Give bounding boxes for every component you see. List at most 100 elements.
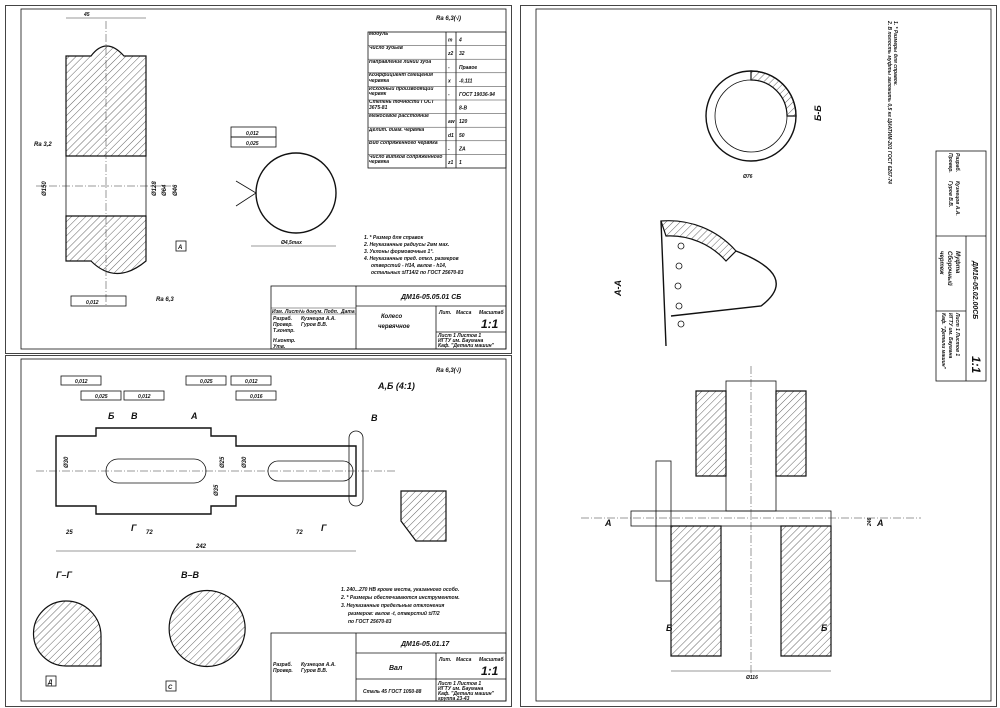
svg-text:Разраб.: Разраб. xyxy=(273,661,292,668)
tolerance-value: 0,012 xyxy=(75,379,88,385)
svg-text:Разраб.: Разраб. xyxy=(273,315,292,322)
bolt-hole xyxy=(677,242,685,250)
svg-text:Гуров В.В.: Гуров В.В. xyxy=(947,181,953,207)
dim-outer-diameter: Ø150 xyxy=(42,181,48,196)
svg-text:В: В xyxy=(371,413,378,423)
svg-text:Масштаб: Масштаб xyxy=(479,656,504,663)
param-symbol: z2 xyxy=(447,51,454,57)
svg-text:Б: Б xyxy=(666,623,673,633)
svg-text:Каф. "Детали машин": Каф. "Детали машин" xyxy=(438,690,495,697)
svg-text:остальных ±IT14/2 по ГОСТ 2567: остальных ±IT14/2 по ГОСТ 25670-83 xyxy=(371,270,464,276)
svg-text:Лист 1 Листов 1: Лист 1 Листов 1 xyxy=(437,333,481,339)
svg-text:Кузнецов А.А.: Кузнецов А.А. xyxy=(954,181,960,216)
technical-notes: 1. 240...270 HB кроме места, указанного … xyxy=(340,586,460,625)
svg-text:группа 23-43: группа 23-43 xyxy=(438,696,470,702)
svg-text:Кузнецов А.А.: Кузнецов А.А. xyxy=(301,316,336,322)
svg-text:3. Уклоны формовочные 1°.: 3. Уклоны формовочные 1°. xyxy=(364,248,434,255)
svg-text:Муфта: Муфта xyxy=(954,251,961,274)
coupling-assembly-drawing: Б-Б Ø76 А-А Ø116 246 А А Б Б 1. * Размер… xyxy=(535,8,992,702)
svg-text:Кузнецов А.А.: Кузнецов А.А. xyxy=(301,662,336,668)
dim-length: 25 xyxy=(65,530,73,536)
tolerance-frame xyxy=(235,390,277,401)
dim-diameter: Ø128 xyxy=(152,181,158,196)
svg-text:Лист 1 Листов 1: Лист 1 Листов 1 xyxy=(954,312,960,356)
svg-text:отверстий - Н14, валов - h14,: отверстий - Н14, валов - h14, xyxy=(371,262,446,269)
param-name: Исходный производящий червяк xyxy=(369,86,434,98)
header-change: Изм. xyxy=(272,309,283,315)
keyway xyxy=(105,458,207,484)
svg-text:Провер.: Провер. xyxy=(273,668,293,674)
param-value: ZA xyxy=(458,146,466,152)
dim-length: 72 xyxy=(296,530,303,536)
svg-text:Сборочный: Сборочный xyxy=(946,251,953,286)
param-value: Правое xyxy=(459,65,477,71)
tolerance-frame xyxy=(230,375,272,386)
svg-text:ДМ16-05.02.00СБ: ДМ16-05.02.00СБ xyxy=(971,260,978,319)
svg-text:Масштаб: Масштаб xyxy=(479,309,504,316)
part-name: Вал xyxy=(389,665,403,672)
svg-text:Лит.: Лит. xyxy=(438,657,451,663)
bolt-hole xyxy=(675,302,683,310)
param-name: Степень точности ГОСТ 3675-81 xyxy=(369,100,435,111)
svg-text:Разраб.: Разраб. xyxy=(954,153,961,172)
title-block: 1. * Размеры для справок. 2. В полость м… xyxy=(886,20,987,382)
param-symbol: d1 xyxy=(448,133,454,139)
param-value: 32 xyxy=(459,51,465,57)
svg-text:А,Б (4:1): А,Б (4:1) xyxy=(377,381,415,391)
svg-text:чертеж: чертеж xyxy=(938,251,944,275)
tolerance-frame xyxy=(60,375,102,386)
bolt-hole xyxy=(677,320,685,328)
tolerance-value: 0,025 xyxy=(95,394,108,400)
svg-text:Г: Г xyxy=(131,523,137,533)
dim-label: Ø4,5max xyxy=(281,240,302,246)
svg-text:2. * Размеры обеспечиваются ин: 2. * Размеры обеспечиваются инструментом… xyxy=(340,594,460,601)
param-name: Число зубьев xyxy=(369,46,403,51)
svg-text:Б: Б xyxy=(108,411,115,421)
svg-text:3. Неуказанные предельные откл: 3. Неуказанные предельные отклонения xyxy=(341,603,444,609)
param-symbol: aw xyxy=(448,119,456,125)
header-date: Дата xyxy=(340,309,355,315)
part-name: червячное xyxy=(378,324,410,330)
tolerance-frame xyxy=(123,390,165,401)
svg-text:Б: Б xyxy=(821,623,828,633)
svg-text:В–В: В–В xyxy=(181,570,200,580)
section-a-a-ring xyxy=(660,220,737,262)
svg-text:Т.контр.: Т.контр. xyxy=(273,328,295,334)
svg-text:1. * Размер для справок: 1. * Размер для справок xyxy=(364,235,424,241)
param-value: 1 xyxy=(459,160,462,166)
svg-text:А: А xyxy=(876,518,884,528)
param-value: 4 xyxy=(458,38,462,44)
general-roughness: Ra 6,3(√) xyxy=(436,15,461,22)
svg-text:Д: Д xyxy=(47,680,53,686)
param-value: 8-В xyxy=(459,106,467,112)
svg-text:Каф. "Детали машин": Каф. "Детали машин" xyxy=(438,342,495,349)
svg-text:Утв.: Утв. xyxy=(273,344,285,350)
svg-text:45: 45 xyxy=(83,12,90,18)
param-name: Направление линии зуба xyxy=(369,59,432,65)
svg-text:Провер.: Провер. xyxy=(947,153,953,173)
svg-text:А: А xyxy=(190,411,198,421)
roughness-mark: Ra 3,2 xyxy=(34,142,52,148)
param-symbol: z1 xyxy=(447,160,454,166)
svg-text:Провер.: Провер. xyxy=(273,322,293,328)
param-symbol: - xyxy=(448,92,450,98)
svg-text:А: А xyxy=(604,518,612,528)
tolerance-value: 0,012 xyxy=(246,131,259,137)
drawing-code: ДМ16-05.01.17 xyxy=(400,641,450,648)
title-block: ДМ16-05.01.17 Вал Сталь 45 ГОСТ 1050-88 … xyxy=(270,632,507,702)
tolerance-frame xyxy=(80,390,122,401)
param-value: -0,111 xyxy=(459,78,473,84)
svg-text:размеров: валов -t, отверстий: размеров: валов -t, отверстий ±IT/2 xyxy=(347,610,440,617)
bolt-hole xyxy=(675,262,683,270)
svg-text:Б-Б: Б-Б xyxy=(813,105,823,121)
dim-bore-diameter: Ø46 xyxy=(173,184,179,196)
svg-text:В: В xyxy=(131,411,138,421)
shaft-drawing: Ra 6,3(√) Ø30 Ø25 Ø35 Ø30 242 25 72 72 0… xyxy=(20,358,507,702)
header-doc-number: № докум. xyxy=(299,309,323,315)
tolerance-frame xyxy=(185,375,227,386)
scale: 1:1 xyxy=(481,664,499,678)
technical-notes: 1. * Размер для справок 2. Неуказанные р… xyxy=(363,235,464,276)
shaft-outline xyxy=(55,427,357,515)
param-name: Коэффициент смещения червяка xyxy=(369,73,433,84)
